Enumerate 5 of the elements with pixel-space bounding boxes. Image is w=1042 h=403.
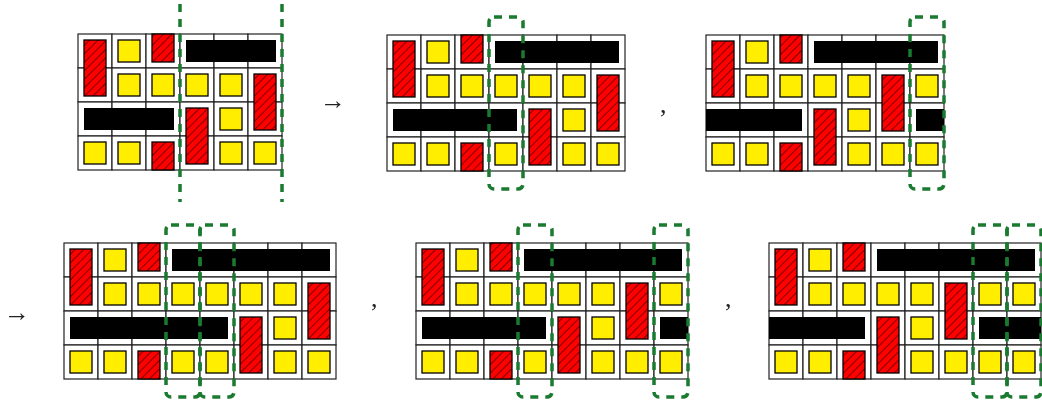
sequence-symbol: , (371, 286, 378, 312)
sequence-symbol: , (660, 92, 667, 118)
sequence-symbol: → (320, 88, 346, 114)
sequence-symbol: → (4, 300, 30, 326)
sequence-symbol: , (725, 286, 732, 312)
